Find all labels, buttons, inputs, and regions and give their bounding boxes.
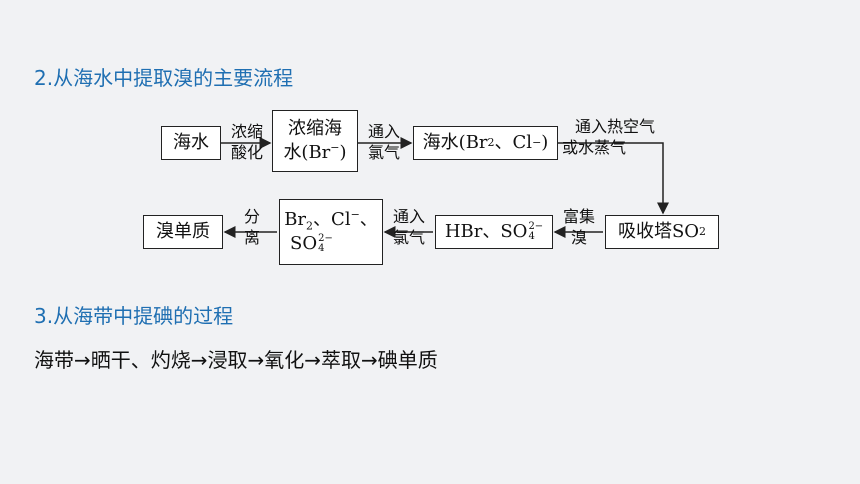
box-seawater: 海水 [161, 126, 221, 160]
label-chlorine-1: 通入 氯气 [367, 122, 400, 162]
iodine-process-text: 海带→晒干、灼烧→浸取→氧化→萃取→碘单质 [34, 348, 438, 372]
box-concentrated-seawater: 浓缩海 水(Br−) [272, 110, 358, 172]
label-separate: 分 离 [243, 207, 260, 247]
label-enrich-bromine: 富集 溴 [562, 207, 595, 247]
label-hot-air-steam: 通入热空气 或水蒸气 [562, 117, 655, 157]
section-heading-iodine: 3.从海带中提碘的过程 [34, 304, 234, 328]
arrow-seawater-br-to-absorber [558, 142, 669, 215]
label-concentrate-acidify: 浓缩 酸化 [230, 122, 263, 162]
section-heading-bromine: 2.从海水中提取溴的主要流程 [34, 66, 294, 90]
box-bromine-element: 溴单质 [143, 215, 223, 249]
label-chlorine-2: 通入 氯气 [392, 207, 425, 247]
